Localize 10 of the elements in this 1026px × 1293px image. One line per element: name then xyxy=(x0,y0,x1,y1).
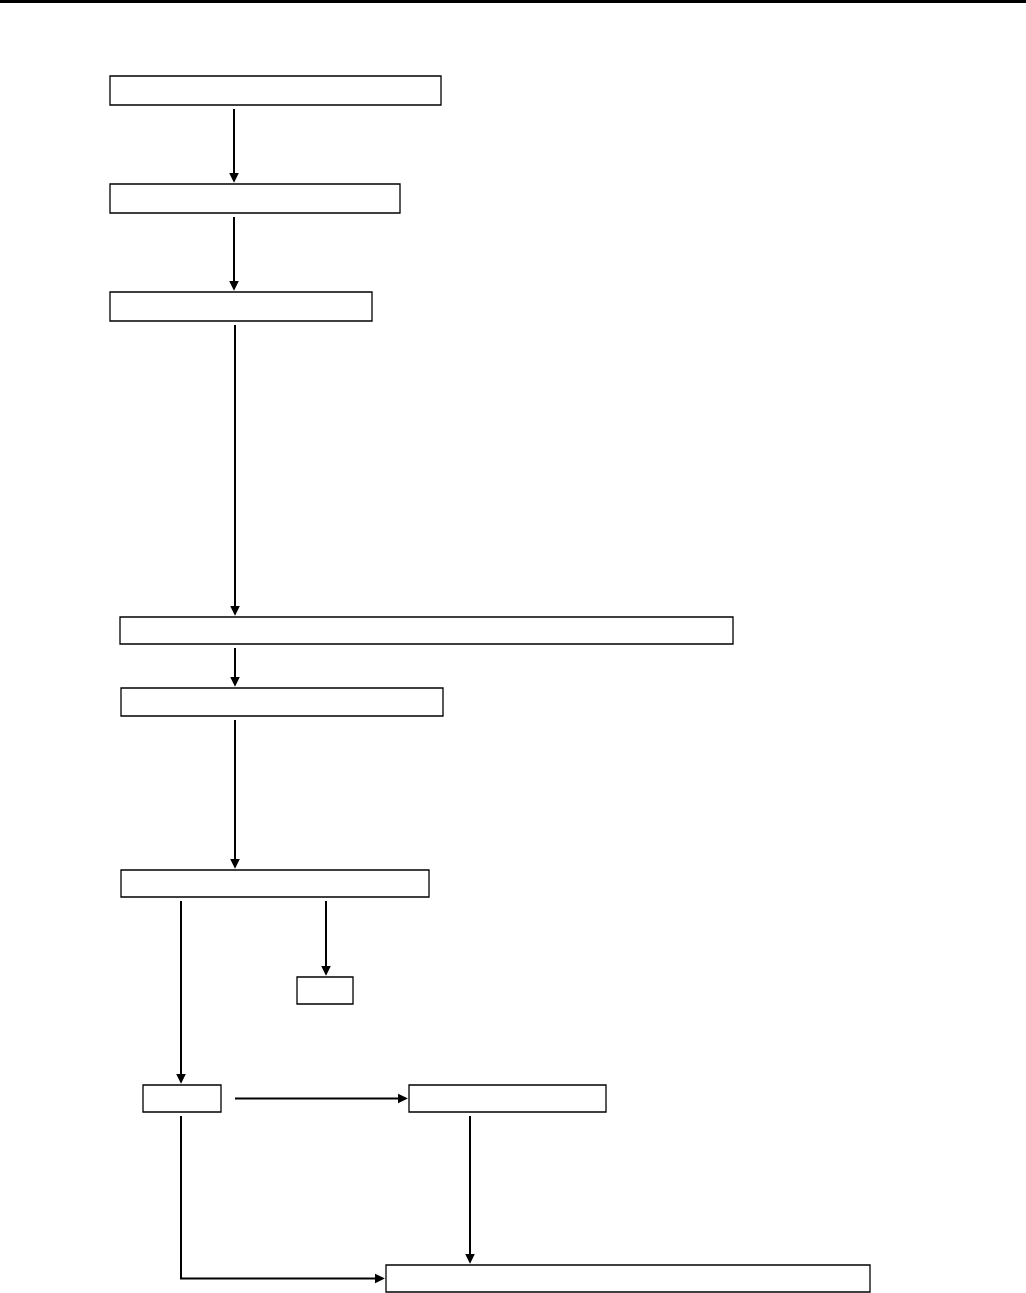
empty-box xyxy=(408,1084,607,1113)
empty-box xyxy=(109,183,401,214)
empty-box xyxy=(109,291,373,322)
empty-box xyxy=(120,869,430,898)
empty-box xyxy=(296,976,354,1005)
empty-box xyxy=(120,687,444,717)
empty-box xyxy=(142,1084,222,1113)
empty-box xyxy=(385,1264,871,1293)
empty-box xyxy=(119,616,734,645)
empty-box xyxy=(109,75,442,106)
